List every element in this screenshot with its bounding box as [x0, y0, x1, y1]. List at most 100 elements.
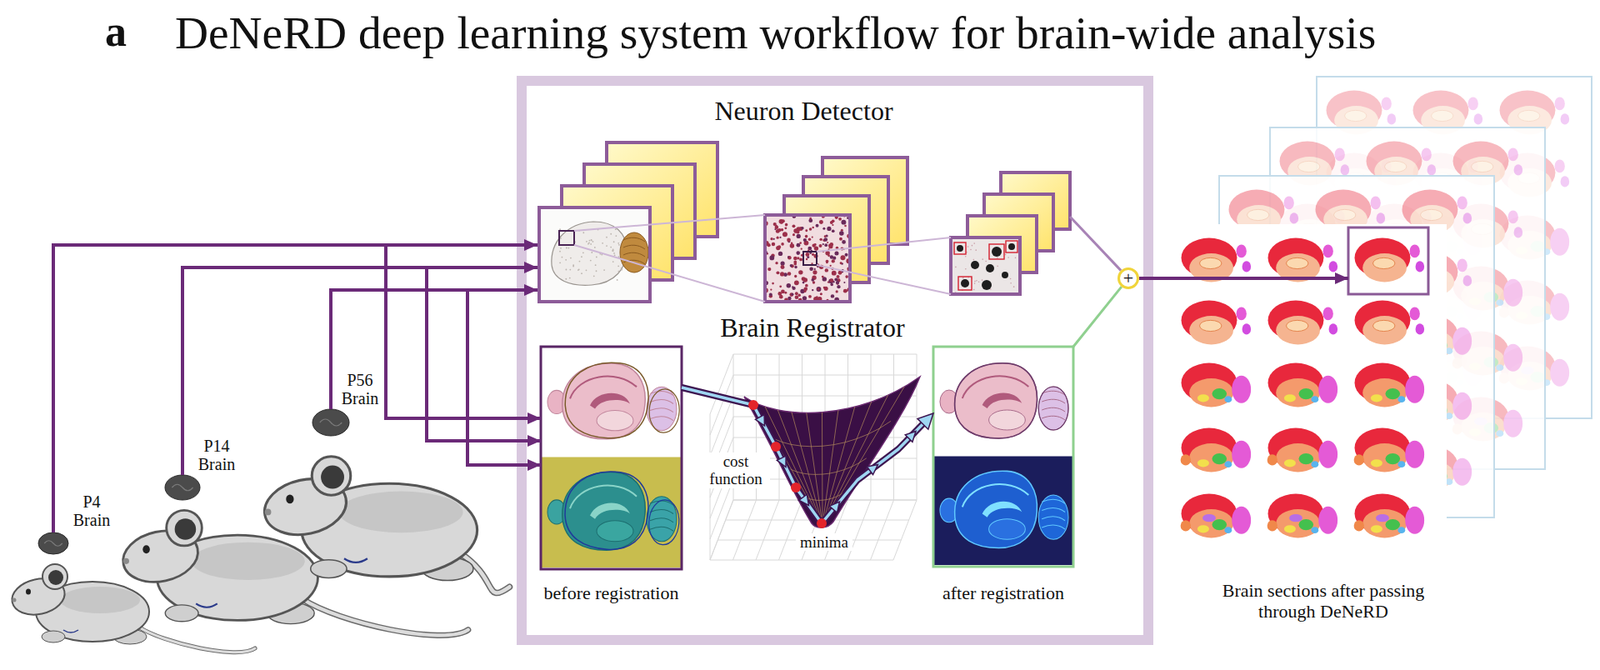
- striatum-region: [1284, 394, 1296, 402]
- mesh-line: [767, 420, 891, 446]
- mouse-ear: [42, 564, 68, 590]
- cell-dot: [822, 227, 825, 230]
- connector: [182, 267, 538, 475]
- folia-line: [1041, 499, 1065, 504]
- mouse-tail: [302, 599, 469, 636]
- cerebellum-region: [1381, 97, 1392, 111]
- registration-image: [934, 348, 1073, 455]
- tissue-dot: [1015, 257, 1017, 260]
- cell-dot: [779, 295, 784, 300]
- tissue-dot: [595, 255, 598, 258]
- cell-dot: [785, 223, 789, 227]
- tissue-dot: [974, 280, 976, 283]
- cell-dot: [840, 220, 846, 225]
- cell-dot: [779, 236, 781, 239]
- brainstem-region: [1397, 460, 1405, 468]
- cerebellum-region: [1415, 323, 1425, 335]
- cell-dot: [840, 255, 845, 260]
- cell-dot: [795, 295, 800, 300]
- tissue-dot: [1010, 282, 1012, 285]
- cerebellum-region: [1550, 293, 1570, 321]
- mouse-ear-inner: [175, 518, 197, 540]
- tissue-dot: [614, 254, 616, 256]
- tissue-dot: [610, 246, 612, 249]
- midbrain: [989, 410, 1026, 430]
- sheet: [1171, 224, 1447, 566]
- tissue-dot: [603, 269, 605, 271]
- tissue-dot: [585, 240, 588, 243]
- mouse-shade: [191, 542, 305, 580]
- olfactory-region: [1180, 520, 1191, 531]
- panel-letter: a: [105, 7, 127, 56]
- cell-dot: [793, 256, 798, 261]
- connector: [330, 290, 541, 465]
- tissue-dot: [615, 228, 617, 230]
- cerebellum-region: [1335, 148, 1345, 162]
- mouse-mark: [195, 603, 218, 607]
- cell-dot: [809, 217, 812, 220]
- cerebellum-region: [1421, 148, 1432, 162]
- tissue-dot: [612, 250, 615, 252]
- tissue-dot: [577, 269, 580, 271]
- tissue-dot: [613, 240, 615, 243]
- tissue-dot: [582, 231, 585, 234]
- connector-line: [182, 267, 541, 475]
- tissue-dot: [559, 228, 561, 230]
- brainstem-region: [1224, 395, 1232, 403]
- tissue-dot: [1013, 285, 1015, 288]
- thalamus-region: [1385, 519, 1400, 530]
- tissue-dot: [975, 249, 977, 251]
- cell-dot: [841, 240, 846, 245]
- cell-dot: [771, 242, 775, 246]
- cell-dot: [790, 264, 795, 268]
- cost-point: [790, 482, 801, 493]
- cerebellum-region: [1231, 375, 1251, 404]
- connector-outline: [681, 387, 925, 524]
- midbrain-region: [1202, 514, 1216, 522]
- cerebellum-region: [1550, 359, 1570, 387]
- direction-mark: [755, 415, 765, 426]
- brain-drawing: [940, 470, 1069, 548]
- cerebellum-region: [1405, 375, 1425, 404]
- cell-dot: [844, 225, 847, 228]
- tissue-dot: [565, 278, 567, 280]
- node-label: before registration: [540, 583, 682, 605]
- neuron-cell: [970, 260, 980, 270]
- brain-outline: [551, 221, 627, 285]
- tissue-image: [765, 215, 850, 302]
- cell-dot: [792, 224, 796, 228]
- mouse-nose: [123, 558, 130, 565]
- tissue-dot: [580, 255, 583, 258]
- tissue-dot: [613, 252, 615, 255]
- midbrain: [596, 520, 634, 542]
- cerebellum-region: [1242, 260, 1252, 272]
- image-ground: [934, 455, 1073, 565]
- striatum-region: [1197, 525, 1210, 533]
- brainstem-region: [1310, 460, 1319, 468]
- connector: [182, 267, 541, 475]
- cell-dot: [814, 268, 816, 270]
- cerebellum-region: [1236, 245, 1247, 259]
- brain-sample: P56 Brain: [312, 409, 350, 437]
- cell-dot: [845, 275, 849, 279]
- folia-line: [1041, 399, 1065, 404]
- cell-dot: [816, 286, 822, 292]
- cerebellum-region: [1474, 113, 1484, 125]
- connector-line: [1073, 286, 1122, 347]
- brainstem-region: [1310, 526, 1319, 534]
- cell-dot: [790, 243, 795, 248]
- cell-dot: [830, 255, 834, 259]
- folia-line: [650, 408, 674, 413]
- connector: [1073, 286, 1122, 347]
- cell-dot: [840, 261, 843, 265]
- hippocampus-region: [1431, 110, 1454, 121]
- cerebellum-region: [1452, 327, 1472, 355]
- brain-region: [1189, 378, 1234, 407]
- cell-dot: [830, 265, 832, 267]
- cell-dot: [789, 292, 794, 297]
- tissue-dot: [559, 261, 561, 264]
- cell-dot: [782, 231, 788, 237]
- surface-mesh: [754, 386, 905, 525]
- detection-image: [950, 237, 1020, 295]
- image-ground: [934, 348, 1073, 455]
